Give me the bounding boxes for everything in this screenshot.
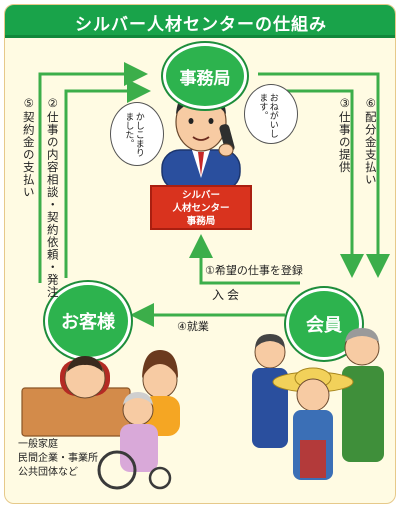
arrow-step3 — [262, 89, 364, 278]
title-banner: シルバー人材センターの仕組み — [5, 5, 395, 38]
arrow-step1 — [189, 234, 300, 285]
office-box-line: シルバー — [181, 190, 220, 201]
arrow-step5 — [38, 62, 148, 283]
label-step3: ③仕事の提供 — [337, 96, 352, 174]
client-node-label: お客様 — [61, 312, 115, 333]
label-join: 入会 — [212, 288, 243, 302]
client-type-item: 民間企業・事業所 — [18, 453, 98, 464]
member-node: 会員 — [286, 288, 362, 360]
office-box-line: 人材センター — [172, 203, 230, 214]
staff-speech-text: かしこまりました。 — [123, 112, 144, 157]
client-types-list: 一般家庭 民間企業・事業所 公共団体など — [18, 438, 98, 480]
office-node: 事務局 — [163, 43, 247, 109]
arrow-step6 — [258, 72, 390, 278]
label-step4: ④就業 — [177, 320, 209, 333]
client-type-item: 公共団体など — [18, 467, 78, 478]
caller-speech-text: おねがいします。 — [257, 93, 278, 138]
office-node-label: 事務局 — [179, 68, 231, 89]
diagram-title: シルバー人材センターの仕組み — [75, 15, 327, 35]
staff-speech-bubble: かしこまりました。 — [110, 102, 164, 166]
caller-speech-bubble: おねがいします。 — [244, 84, 298, 144]
label-step6: ⑥配分金支払い — [363, 96, 378, 186]
client-type-item: 一般家庭 — [18, 439, 58, 450]
silver-center-office-box: シルバー 人材センター 事務局 — [150, 185, 252, 230]
office-box-line: 事務局 — [186, 216, 216, 227]
label-step5: ⑤契約金の支払い — [21, 96, 36, 199]
label-step1: ①希望の仕事を登録 — [205, 264, 303, 277]
label-step2: ②仕事の内容相談・契約依頼・発注 — [45, 96, 60, 299]
arrow-step2 — [64, 79, 151, 278]
member-node-label: 会員 — [306, 315, 342, 336]
